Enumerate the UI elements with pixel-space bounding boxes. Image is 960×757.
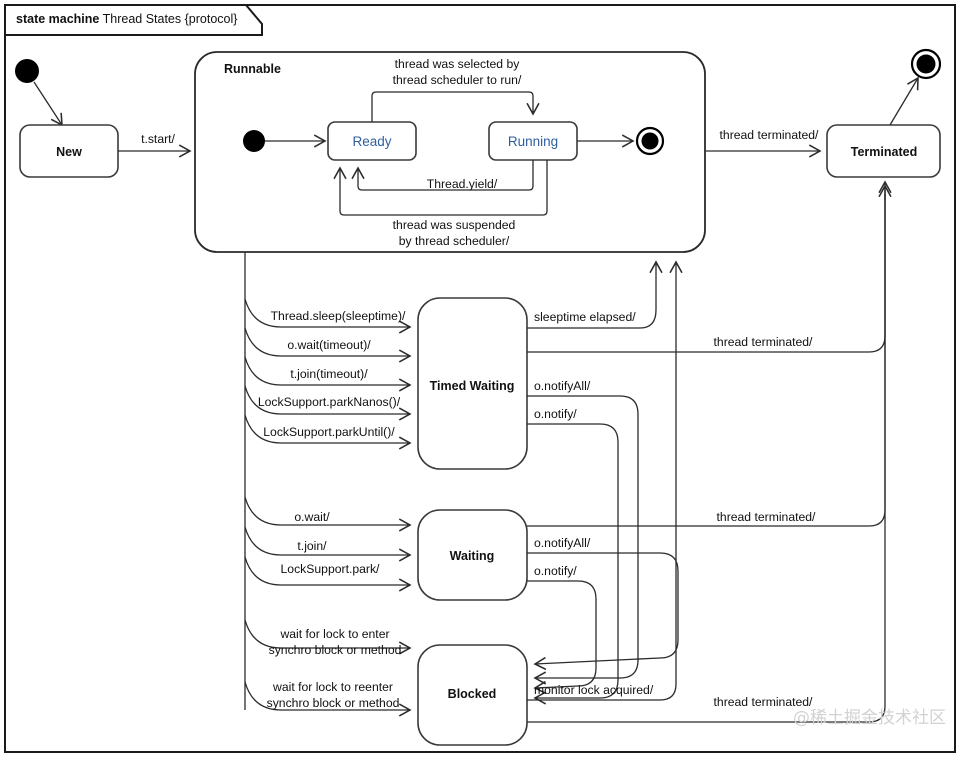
initial-state-node	[15, 59, 39, 83]
edge-runnable-to-timed-waiting-park-until	[244, 414, 412, 450]
state-ready-label: Ready	[352, 134, 391, 149]
runnable-final-state-node	[635, 126, 665, 156]
edge-label-terminated-blocked: thread terminated/	[714, 695, 814, 709]
edge-label-terminated-waiting: thread terminated/	[717, 510, 817, 524]
edge-label-notify-waiting: o.notify/	[534, 564, 577, 578]
diagram-frame	[4, 4, 956, 753]
edge-label-thread-sleep: Thread.sleep(sleeptime)/	[271, 309, 406, 323]
edge-label-suspended-line2: by thread scheduler/	[399, 234, 510, 248]
edge-label-park-nanos: LockSupport.parkNanos()/	[258, 395, 401, 409]
state-blocked[interactable]	[417, 644, 528, 746]
edge-timed-waiting-notifyall-to-blocked	[527, 395, 639, 685]
edge-label-lock-enter-line2: synchro block or method	[269, 643, 402, 657]
edge-timed-waiting-to-runnable	[527, 260, 663, 329]
edge-runnable-to-waiting-join	[244, 526, 412, 562]
edge-waiting-notify-to-blocked	[527, 580, 597, 695]
frame-name: Thread States {protocol}	[99, 12, 237, 26]
edge-label-notifyall-timed-waiting: o.notifyAll/	[534, 379, 591, 393]
edge-runnable-to-blocked-reenter	[244, 681, 412, 717]
edge-label-locksupport-park: LockSupport.park/	[281, 562, 381, 576]
state-waiting[interactable]	[417, 509, 528, 601]
edge-runnable-to-blocked-enter	[244, 619, 412, 655]
edge-blocked-to-runnable	[527, 260, 683, 701]
edge-label-selected-line2: thread scheduler to run/	[393, 73, 522, 87]
watermark: @稀土掘金技术社区	[793, 708, 946, 728]
state-terminated-label: Terminated	[851, 145, 917, 159]
runnable-initial-state-node	[243, 130, 265, 152]
edge-label-lock-reenter-line2: synchro block or method	[267, 696, 400, 710]
edge-blocked-to-terminated	[527, 194, 886, 723]
frame-title: state machine Thread States {protocol}	[16, 12, 237, 26]
edge-running-to-ready-yield	[351, 160, 534, 191]
state-runnable-label: Runnable	[224, 62, 281, 76]
state-timed-waiting-label: Timed Waiting	[430, 379, 515, 393]
edge-timed-waiting-notify-to-blocked	[527, 423, 619, 705]
edge-label-terminated-timed-waiting: thread terminated/	[714, 335, 814, 349]
edge-label-park-until: LockSupport.parkUntil()/	[263, 425, 395, 439]
state-blocked-label: Blocked	[448, 687, 497, 701]
edge-label-wait-timeout: o.wait(timeout)/	[287, 338, 371, 352]
edge-label-t-join: t.join/	[297, 539, 327, 553]
edge-waiting-notifyall-to-blocked	[527, 552, 679, 671]
edge-label-lock-reenter-line1: wait for lock to reenter	[272, 680, 393, 694]
edge-label-notifyall-waiting: o.notifyAll/	[534, 536, 591, 550]
edge-label-lock-enter-line1: wait for lock to enter	[279, 627, 389, 641]
edge-ready-to-running	[371, 91, 540, 122]
state-terminated[interactable]	[826, 124, 941, 178]
edge-initial-to-new	[33, 81, 63, 127]
edge-label-selected-line1: thread was selected by	[395, 57, 521, 71]
edge-label-suspended-line1: thread was suspended	[393, 218, 516, 232]
edge-label-sleeptime-elapsed: sleeptime elapsed/	[534, 310, 636, 324]
edge-runnable-to-waiting-wait	[244, 496, 412, 532]
edge-runnable-to-waiting-park	[244, 556, 412, 592]
edge-runnable-to-timed-waiting-sleep	[244, 298, 412, 334]
edge-terminated-to-final	[889, 76, 919, 126]
edge-label-terminated-top: thread terminated/	[720, 128, 820, 142]
state-running-label: Running	[508, 134, 558, 149]
edge-running-to-ready-suspended	[333, 160, 548, 216]
edge-label-t-start: t.start/	[141, 132, 175, 146]
edge-runnable-to-timed-waiting-join-timeout	[244, 356, 412, 392]
edge-label-join-timeout: t.join(timeout)/	[290, 367, 368, 381]
state-runnable[interactable]	[194, 51, 706, 253]
edge-label-monitor-lock-acquired: monitor lock acquired/	[534, 683, 654, 697]
edge-label-thread-yield: Thread.yield/	[427, 177, 498, 191]
edge-runnable-to-timed-waiting-park-nanos	[244, 385, 412, 421]
edge-label-o-wait: o.wait/	[294, 510, 330, 524]
state-waiting-label: Waiting	[450, 549, 495, 563]
state-timed-waiting[interactable]	[417, 297, 528, 470]
edge-runnable-to-timed-waiting-wait-timeout	[244, 327, 412, 363]
frame-keyword: state machine	[16, 12, 99, 26]
final-state-node	[910, 48, 942, 80]
state-new-label: New	[56, 145, 82, 159]
edge-label-notify-timed-waiting: o.notify/	[534, 407, 577, 421]
